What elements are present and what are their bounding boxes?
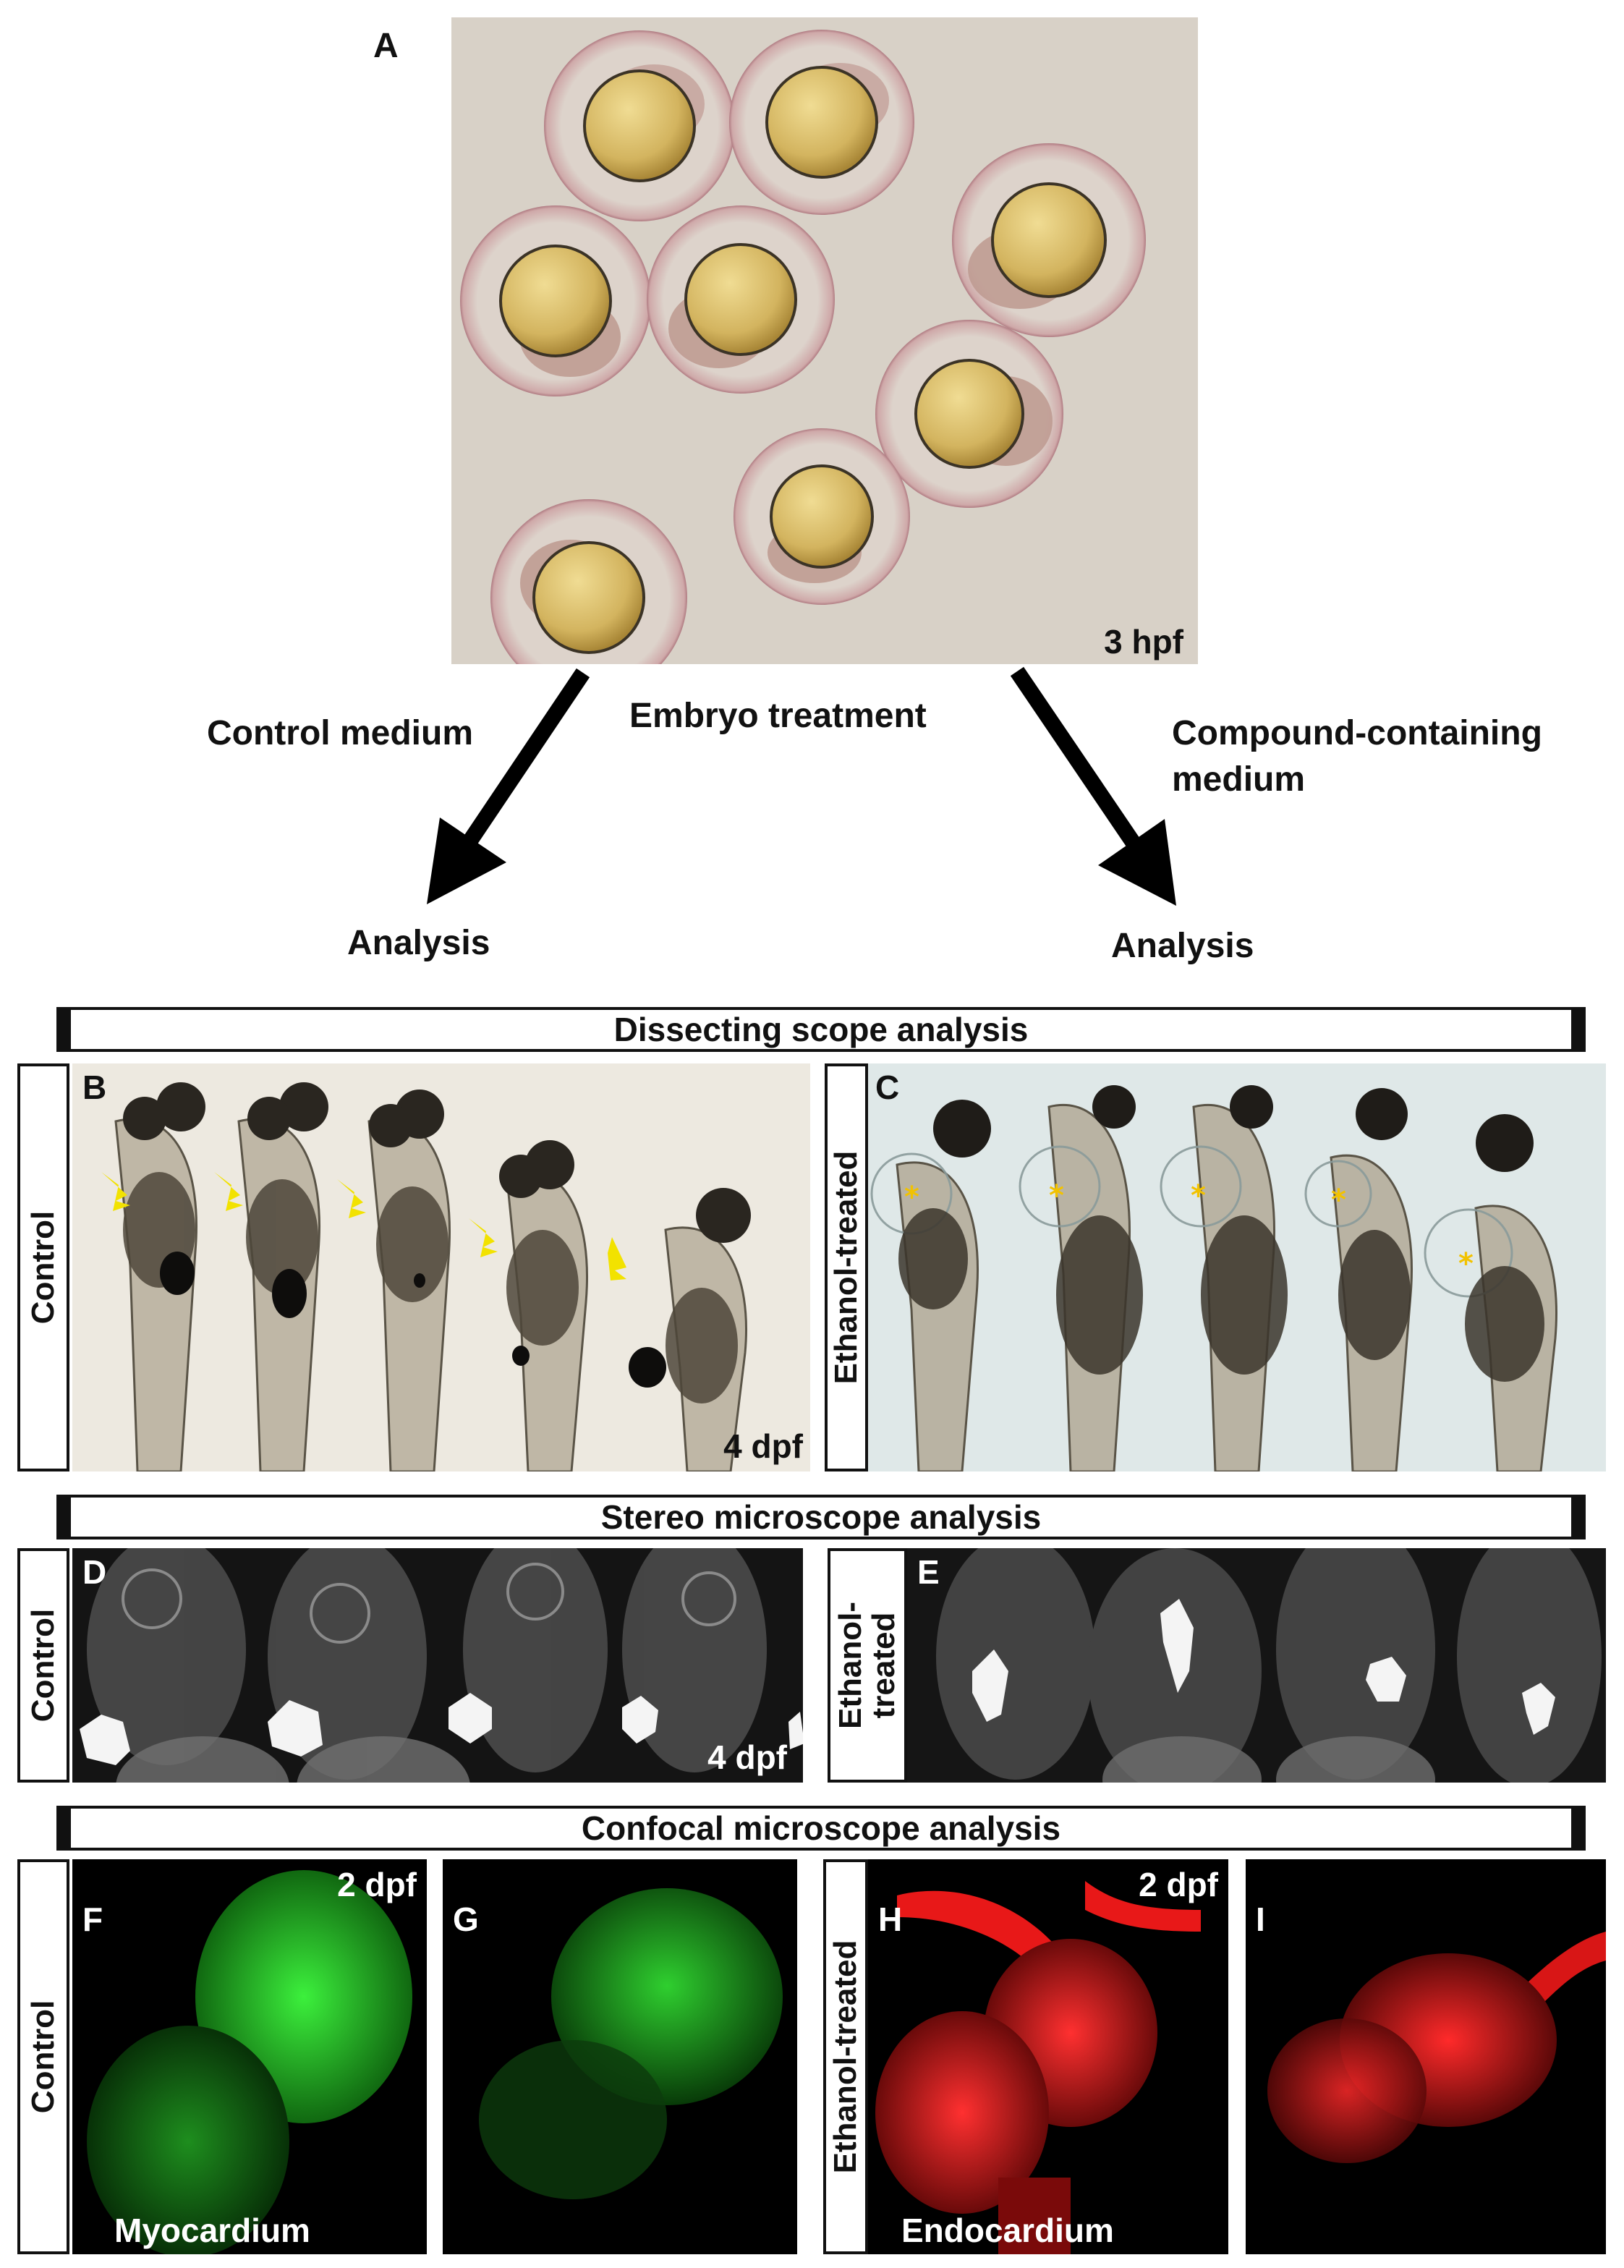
svg-text:*: * <box>1458 1247 1474 1280</box>
dissecting-control-side-label: Control <box>17 1063 69 1471</box>
embryo-treatment-label: Embryo treatment <box>629 697 927 735</box>
control-medium-label: Control medium <box>207 714 473 752</box>
panel-g-letter: G <box>453 1900 479 1938</box>
compound-medium-label-line1: Compound-containing <box>1172 714 1542 752</box>
panel-i-endocardium: I <box>1246 1859 1606 2254</box>
endocardium-confocal-image <box>875 1881 1201 2254</box>
panel-f-myocardium: F 2 dpf Myocardium <box>72 1859 427 2254</box>
stereo-treated-line2: treated <box>866 1612 901 1719</box>
panel-c-ethanol-larvae: * * * * * C <box>868 1063 1606 1471</box>
myocardium-label: Myocardium <box>114 2212 310 2249</box>
panel-a-embryo-photo: 3 hpf <box>451 17 1198 664</box>
panel-f-stage-label: 2 dpf <box>337 1866 417 1903</box>
svg-text:*: * <box>1331 1184 1346 1217</box>
panel-b-letter: B <box>82 1069 107 1106</box>
panel-b-control-larvae: B 4 dpf <box>72 1063 810 1471</box>
panel-h-letter: H <box>878 1900 903 1938</box>
panel-h-endocardium: H 2 dpf Endocardium <box>868 1859 1228 2254</box>
panel-a-stage-label: 3 hpf <box>1104 623 1183 661</box>
right-analysis-label: Analysis <box>1111 927 1254 965</box>
svg-text:*: * <box>1191 1179 1206 1212</box>
dissecting-treated-side-label: Ethanol-treated <box>825 1063 868 1471</box>
panel-d-control-hearts: D 4 dpf <box>72 1548 803 1783</box>
stereo-treated-side-label: Ethanol- treated <box>828 1548 907 1783</box>
endocardium-confocal-image-2 <box>1267 1932 1606 2163</box>
svg-text:*: * <box>904 1181 919 1214</box>
heart-arrows <box>101 1172 626 1280</box>
embryo-image <box>460 30 1146 664</box>
treated-heart-fluorescence-image <box>936 1548 1602 1783</box>
svg-text:*: * <box>1049 1179 1064 1212</box>
panel-e-treated-hearts: E <box>907 1548 1606 1783</box>
panel-h-stage-label: 2 dpf <box>1139 1866 1218 1903</box>
edema-markers: * * * * * <box>904 1179 1474 1280</box>
confocal-microscope-banner: Confocal microscope analysis <box>56 1806 1586 1851</box>
panel-b-stage-label: 4 dpf <box>723 1427 803 1465</box>
panel-e-letter: E <box>917 1553 940 1591</box>
dissecting-scope-title: Dissecting scope analysis <box>613 1011 1029 1048</box>
right-arrow <box>1010 666 1176 906</box>
panel-a-letter: A <box>373 27 399 65</box>
panel-g-myocardium: G <box>443 1859 797 2254</box>
stereo-microscope-title: Stereo microscope analysis <box>600 1498 1042 1536</box>
dissecting-scope-banner: Dissecting scope analysis <box>56 1007 1586 1052</box>
stereo-treated-line1: Ethanol- <box>832 1602 868 1729</box>
panel-d-letter: D <box>82 1553 107 1591</box>
panel-f-letter: F <box>82 1900 103 1938</box>
confocal-control-side-label: Control <box>17 1859 69 2254</box>
treatment-flow-arrows <box>427 666 1176 906</box>
left-analysis-label: Analysis <box>347 924 490 962</box>
panel-c-letter: C <box>875 1069 900 1106</box>
treated-larvae-image: * * * * * <box>870 1085 1557 1471</box>
compound-medium-label-line2: medium <box>1172 760 1306 799</box>
embryo-group <box>460 30 1146 664</box>
myocardium-confocal-image-2 <box>479 1888 783 2199</box>
panel-i-letter: I <box>1256 1900 1265 1938</box>
panel-d-stage-label: 4 dpf <box>707 1738 787 1776</box>
stereo-control-side-label: Control <box>17 1548 69 1783</box>
confocal-treated-side-label: Ethanol-treated <box>823 1859 868 2254</box>
control-larvae-image <box>101 1082 751 1471</box>
myocardium-confocal-image <box>87 1870 412 2254</box>
left-arrow <box>427 668 590 904</box>
control-heart-fluorescence-image <box>80 1548 803 1783</box>
endocardium-label: Endocardium <box>901 2212 1114 2249</box>
confocal-microscope-title: Confocal microscope analysis <box>581 1809 1061 1847</box>
stereo-microscope-banner: Stereo microscope analysis <box>56 1495 1586 1539</box>
